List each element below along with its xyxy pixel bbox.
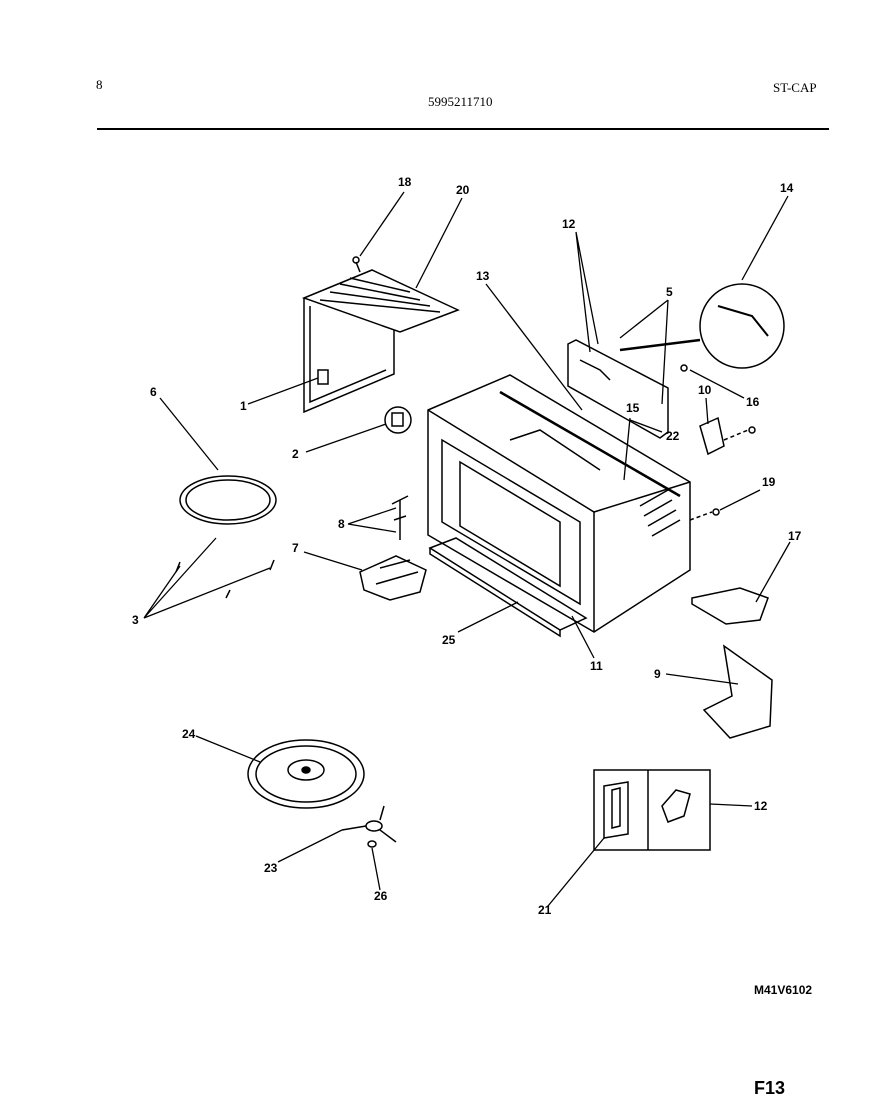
- callout-13: 13: [476, 269, 490, 283]
- bottom-plate: [428, 537, 588, 638]
- detail-14-circle: [699, 283, 785, 369]
- callout-6: 6: [150, 385, 157, 399]
- header-rule: [97, 128, 829, 130]
- callout-11: 11: [590, 659, 603, 673]
- screw-19: [689, 508, 720, 521]
- callout-12: 12: [562, 217, 576, 231]
- part-2-circle: [384, 406, 412, 434]
- bracket-10: [699, 416, 756, 456]
- part-number: 5995211710: [428, 94, 493, 109]
- callout-7: 7: [292, 541, 299, 555]
- screw-18: [352, 256, 361, 273]
- callout-3: 3: [132, 613, 139, 627]
- callout-8: 8: [338, 517, 345, 531]
- callout-15: 15: [626, 401, 640, 415]
- callout-14: 14: [780, 181, 794, 195]
- callout-26: 26: [374, 889, 388, 903]
- roller-guide: [341, 805, 397, 848]
- screw-16: [680, 364, 688, 372]
- callout-12-inset: 12: [754, 799, 768, 813]
- callout-23: 23: [264, 861, 278, 875]
- model-code: ST-CAP: [773, 80, 817, 95]
- callout-25: 25: [442, 633, 456, 647]
- callout-9: 9: [654, 667, 661, 681]
- fan-motor: [391, 495, 409, 540]
- callout-22: 22: [666, 429, 680, 443]
- callout-17: 17: [788, 529, 802, 543]
- callout-10: 10: [698, 383, 712, 397]
- duct-17: [691, 587, 769, 625]
- callout-18: 18: [398, 175, 412, 189]
- figure-code: F13: [754, 1078, 786, 1098]
- drawing-code: M41V6102: [754, 983, 813, 997]
- fan-blade: [359, 555, 427, 601]
- control-bracket: [567, 338, 701, 439]
- callout-20: 20: [456, 183, 470, 197]
- main-cabinet: [427, 374, 691, 633]
- top-cover-panel: [301, 269, 460, 414]
- callout-1: 1: [240, 399, 247, 413]
- callout-21: 21: [538, 903, 552, 917]
- leader-lines: [143, 191, 791, 907]
- turntable-tray: [247, 739, 365, 809]
- stirrer-ring: [179, 475, 277, 525]
- callout-19: 19: [762, 475, 776, 489]
- shield-9: [702, 644, 773, 739]
- callout-5: 5: [666, 285, 673, 299]
- callout-16: 16: [746, 395, 760, 409]
- callout-24: 24: [182, 727, 196, 741]
- callout-2: 2: [292, 447, 299, 461]
- inset-box-21-12: [593, 769, 711, 851]
- page-number: 8: [96, 77, 103, 92]
